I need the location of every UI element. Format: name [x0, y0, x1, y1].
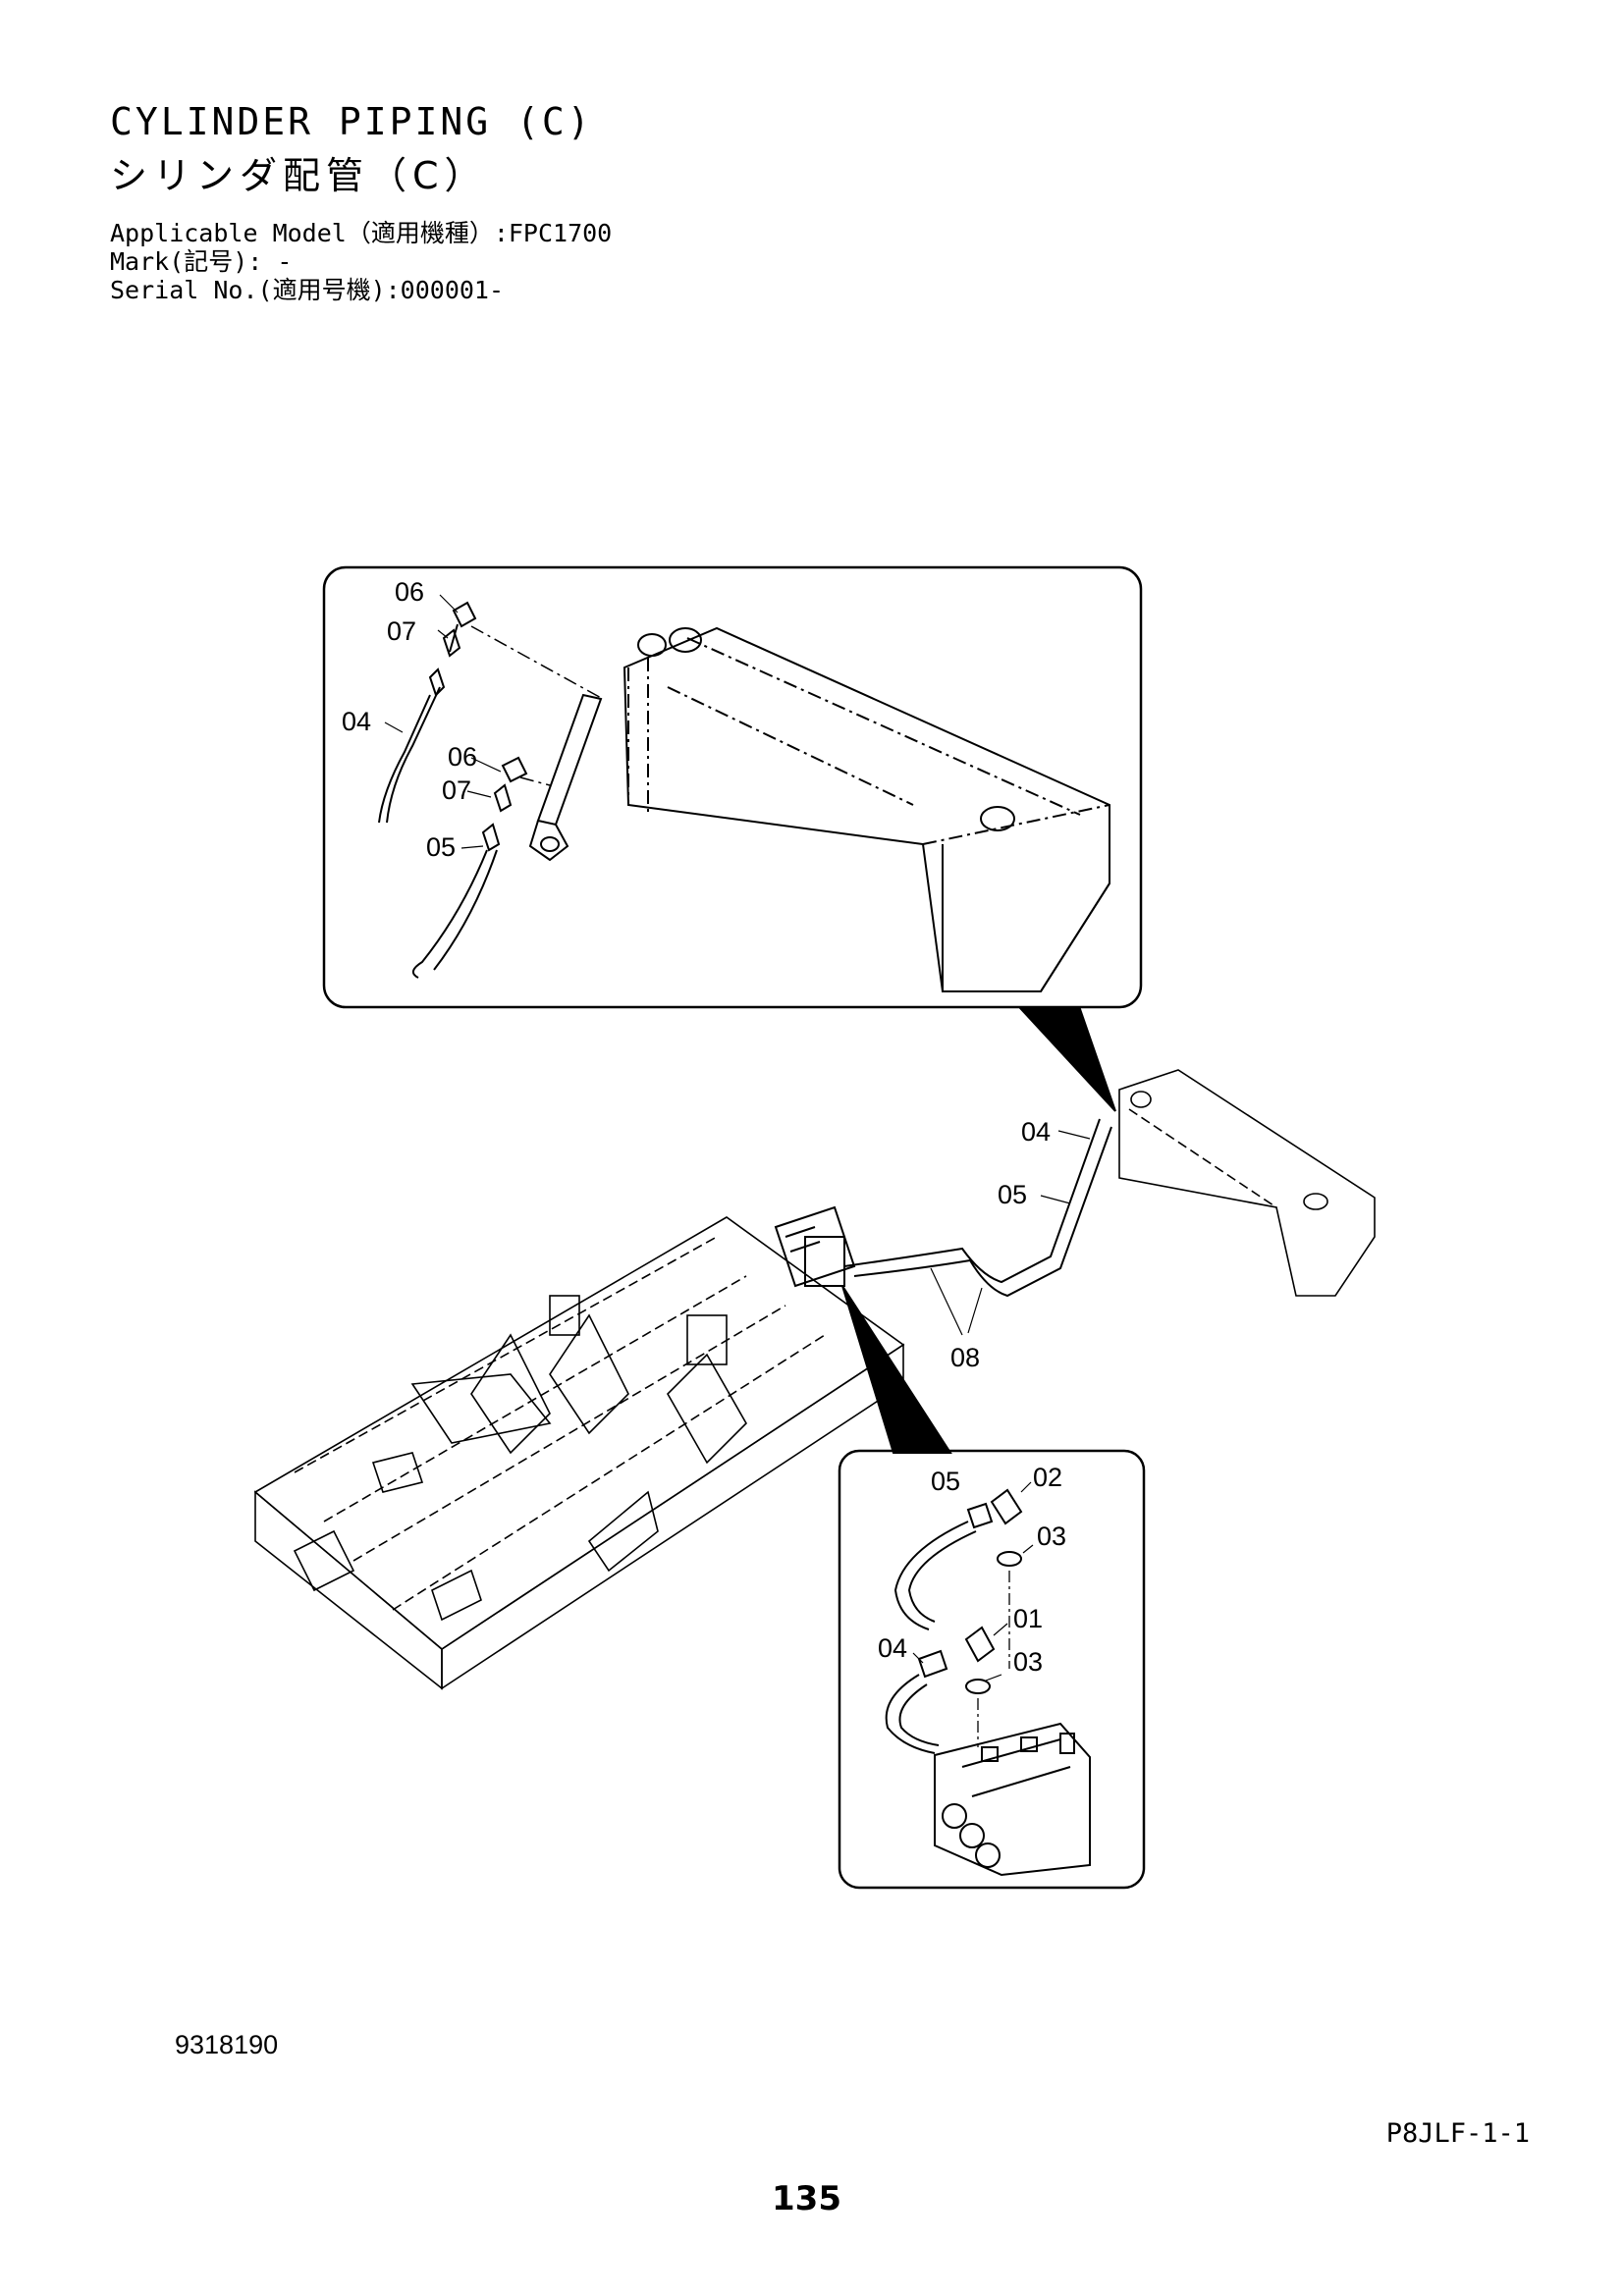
callout-03a: 03: [1037, 1522, 1066, 1551]
callout-03b: 03: [1013, 1647, 1043, 1677]
callout-02: 02: [1033, 1463, 1062, 1492]
bucket-arm-detail: [528, 626, 1110, 992]
callout-04b: 04: [1021, 1117, 1051, 1147]
callout-05a: 05: [426, 832, 456, 862]
detail-box-bottom: [838, 1449, 1146, 1890]
mark: Mark(記号): -: [110, 247, 293, 276]
fitting-06-07-04-upper: [378, 601, 477, 824]
control-valve-detail: [934, 1722, 1091, 1877]
callouts-bottom: 05 02 03 01 04 03: [878, 1463, 1066, 1677]
pointer-top: [1018, 1008, 1116, 1112]
fitting-06-07-05-lower: [411, 756, 528, 979]
callout-06b: 06: [448, 742, 477, 772]
callout-06a: 06: [395, 577, 424, 607]
machine-chassis: [253, 1216, 905, 1690]
callout-07a: 07: [387, 616, 416, 646]
callout-04c: 04: [878, 1633, 907, 1663]
applicable-model: Applicable Model（適用機種）:FPC1700: [110, 219, 613, 247]
callout-08: 08: [950, 1343, 980, 1372]
callout-05c: 05: [931, 1467, 960, 1496]
drawing-number: 9318190: [175, 2030, 279, 2059]
hoses-main: [843, 1118, 1112, 1298]
serial-number: Serial No.(適用号機):000001-: [110, 276, 505, 304]
detail-box-top: [322, 565, 1143, 1009]
callout-05b: 05: [998, 1180, 1027, 1209]
page-code: P8JLF-1-1: [1385, 2118, 1530, 2149]
callout-07b: 07: [442, 775, 471, 805]
bucket-main: [1118, 1069, 1376, 1297]
page-number: 135: [772, 2179, 841, 2218]
fitting-02-05: [893, 1488, 1023, 1630]
pointer-bottom: [841, 1285, 952, 1454]
title-japanese: シリンダ配管（C）: [110, 154, 488, 197]
callouts-top: 06 07 04 06 07 05: [342, 577, 477, 862]
callouts-main: 04 05 08: [950, 1117, 1051, 1372]
control-valve-main: [774, 1205, 856, 1288]
callout-04a: 04: [342, 707, 371, 736]
title-english: CYLINDER PIPING (C): [110, 100, 593, 143]
fitting-01-04: [885, 1626, 996, 1754]
callout-01: 01: [1013, 1604, 1043, 1633]
